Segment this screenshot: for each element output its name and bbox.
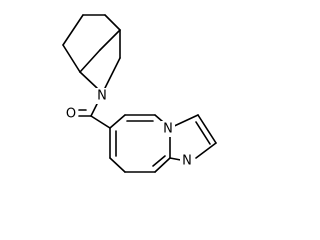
pyridine-ring [109, 114, 171, 173]
bridgehead-nitrogen-label: N [163, 122, 173, 137]
imine-nitrogen-label: N [182, 154, 192, 169]
label-background [95, 88, 109, 104]
bond [62, 44, 81, 73]
structure-svg: N O N N [62, 14, 217, 173]
bond [109, 114, 126, 129]
imidazole-ring [169, 114, 217, 162]
bond [79, 49, 101, 73]
amide-nitrogen-label: N [97, 89, 107, 104]
bond [99, 29, 121, 51]
bicyclic-amine [62, 14, 121, 89]
bond [90, 115, 111, 129]
bond [195, 121, 211, 145]
bond [90, 103, 98, 117]
bond [197, 114, 217, 144]
molecule-diagram: N O N N [62, 14, 217, 173]
bond [62, 14, 84, 46]
bond [195, 142, 217, 159]
bond [104, 14, 121, 31]
label-background [161, 121, 175, 137]
bond [79, 71, 98, 89]
carbonyl-oxygen-label: O [66, 107, 76, 122]
bond [154, 157, 171, 173]
bond [152, 155, 166, 167]
amide-linkage [78, 103, 111, 129]
bond [104, 57, 121, 89]
label-background [180, 153, 194, 169]
label-background [64, 106, 78, 122]
bond [109, 157, 126, 173]
